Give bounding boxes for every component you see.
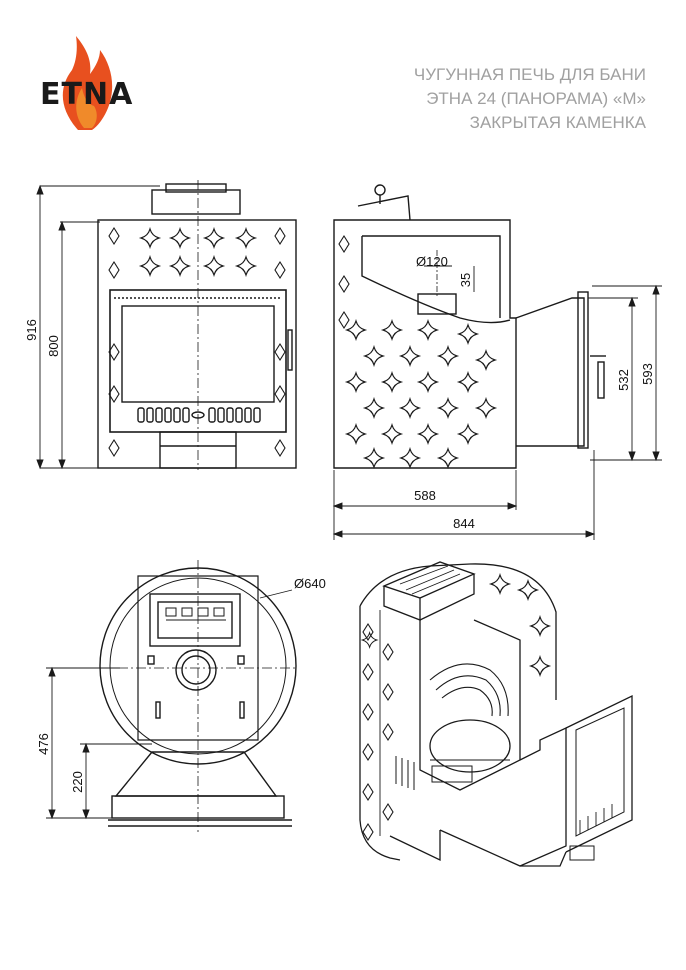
title-line-3: ЗАКРЫТАЯ КАМЕНКА [470,113,647,132]
side-view [333,184,606,469]
lid-handle [374,184,386,196]
top-chimney-outer [175,649,217,691]
front-view [97,180,297,470]
stove-body [97,219,297,469]
top-view [99,560,297,832]
dim-door-height: 532 [616,369,631,391]
dim-body-diameter: Ø640 [294,576,326,591]
dim-chimney-offset: 35 [458,273,473,287]
dim-tunnel-height: 593 [640,363,655,385]
dim-total-depth: 844 [453,516,475,531]
etna-logo: ETNA [40,36,133,130]
title-line-2: ЭТНА 24 (ПАНОРАМА) «М» [426,89,646,108]
dim-body-depth: 588 [414,488,436,503]
vent-row [137,407,261,423]
side-dimensions [332,265,662,540]
open-door [565,694,633,853]
base-cone [114,751,278,797]
dim-body-height: 800 [46,335,61,357]
top-chimney-inner [181,655,211,685]
cutaway-shell-top [359,563,557,700]
product-title: ЧУГУННАЯ ПЕЧЬ ДЛЯ БАНИ ЭТНА 24 (ПАНОРАМА… [414,65,647,132]
isometric-cutaway [359,561,633,867]
logo-text: ETNA [40,77,133,112]
front-dimensions [36,184,160,470]
top-stone-box [149,593,241,647]
title-line-1: ЧУГУННАЯ ПЕЧЬ ДЛЯ БАНИ [414,65,646,84]
firebox-chamber [429,719,511,773]
dim-base-height: 220 [70,771,85,793]
dim-chimney-diameter: Ø120 [416,254,448,269]
dim-chimney-axis-height: 476 [36,733,51,755]
flame-icon [62,36,113,130]
top-dimensions [46,666,152,820]
chimney-collar [151,189,241,215]
fire-tunnel [515,297,585,447]
dim-total-height: 916 [24,319,39,341]
